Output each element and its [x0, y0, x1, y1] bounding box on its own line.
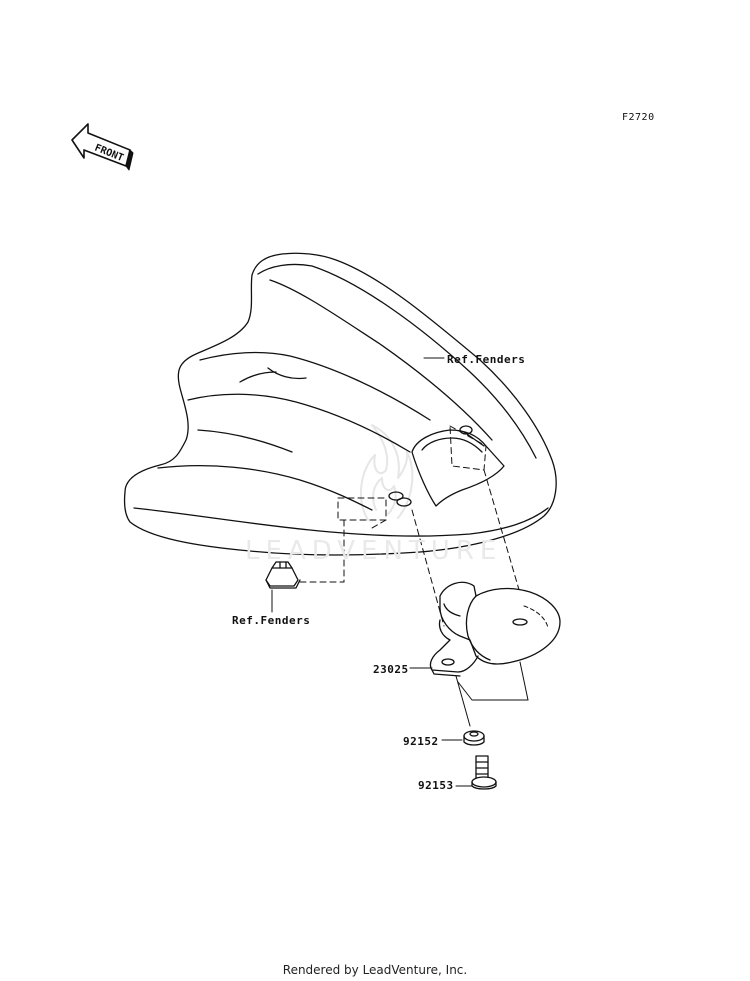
footer-credit: Rendered by LeadVenture, Inc. [282, 963, 468, 977]
clip-nut-bracket [265, 519, 345, 613]
callout-ref-fenders-top[interactable]: Ref.Fenders [447, 353, 526, 366]
watermark-text: LEADVENTURE [245, 536, 503, 566]
license-light-bracket-23025 [409, 581, 561, 677]
callout-part-23025[interactable]: 23025 [373, 663, 409, 676]
fender-outline [123, 252, 557, 556]
figure-code: F2720 [622, 112, 655, 123]
grommet-92152 [441, 730, 485, 746]
callout-part-92152[interactable]: 92152 [403, 735, 439, 748]
front-arrow-icon: FRONT [71, 123, 134, 171]
callout-ref-fenders-left[interactable]: Ref.Fenders [232, 614, 311, 627]
fastener-assembly-lines [455, 661, 529, 727]
callout-part-92153[interactable]: 92153 [418, 779, 454, 792]
assembly-reference-lines [337, 425, 523, 627]
watermark-logo-icon [360, 424, 414, 521]
bolt-92153 [455, 755, 497, 790]
